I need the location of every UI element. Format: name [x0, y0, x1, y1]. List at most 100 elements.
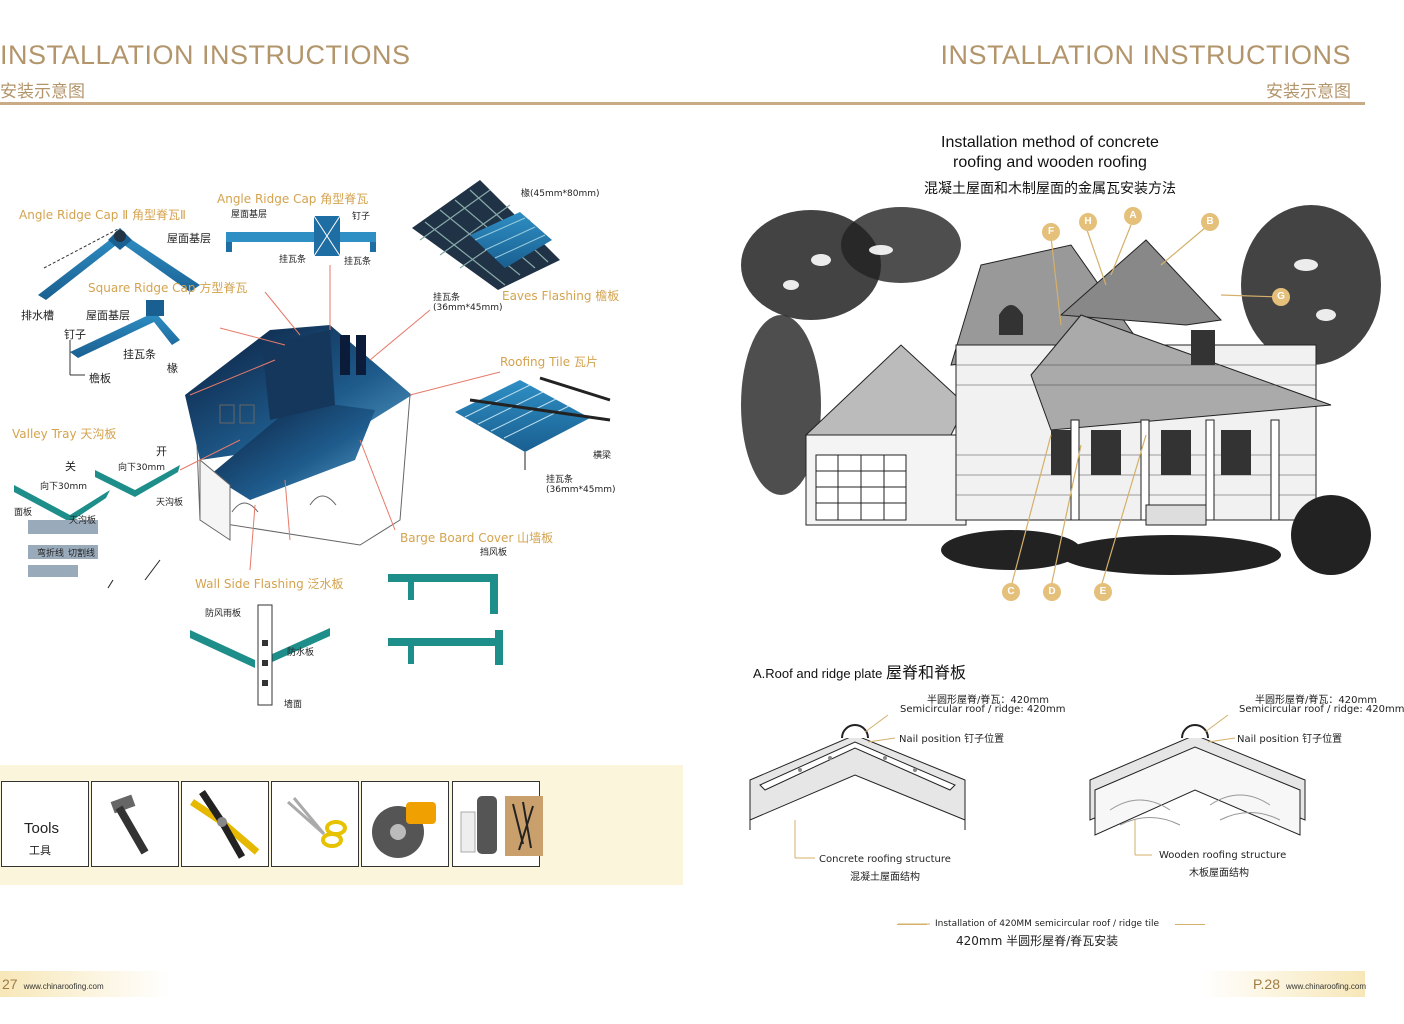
tools-label-box: Tools 工具 [1, 781, 89, 867]
left-footer-url: www.chinaroofing.com [23, 982, 104, 991]
left-footer: 27 www.chinaroofing.com [2, 976, 104, 992]
left-nail-position: Nail position 钉子位置 [899, 734, 1005, 745]
square-ridge-cap-diagram [69, 300, 180, 376]
right-ridge-cn: 半圆形屋脊/脊瓦：420mm [1255, 695, 1377, 706]
annotation-valley-2: 天沟板 [156, 498, 184, 508]
annotation-small-batten: 挂瓦条 [279, 255, 307, 265]
right-title-line1: Installation method of concrete [941, 134, 1159, 151]
badge-g: G [1272, 288, 1290, 306]
barge-board-cover-diagram [388, 574, 503, 665]
left-footer-bar [0, 971, 170, 997]
annotation-roof-base: 屋面基层 [167, 232, 211, 245]
caption-en: Installation of 420MM semicircular roof … [935, 919, 1160, 929]
annotation-batten-dims: 挂瓦条 (36mm*45mm) [433, 293, 503, 313]
valley-tray-diagram [14, 465, 180, 577]
left-diagram-artwork [14, 180, 611, 706]
badge-f: F [1042, 223, 1060, 241]
left-structure-cn: 混凝土屋面结构 [850, 872, 920, 883]
barge-board-cover-label: Barge Board Cover 山墙板 [400, 531, 554, 545]
section-title: A.Roof and ridge plate 屋脊和脊板 [753, 659, 966, 683]
right-header-subtitle: 安装示意图 [1266, 82, 1351, 102]
eaves-flashing-label: Eaves Flashing 檐板 [502, 289, 620, 303]
hammer-icon [110, 794, 149, 855]
annotation-wind-board: 挡风板 [480, 548, 508, 558]
badge-b: B [1201, 213, 1219, 231]
badge-e: E [1094, 583, 1112, 601]
annotation-drain: 排水槽 [21, 309, 54, 322]
left-header-subtitle: 安装示意图 [0, 82, 85, 102]
annotation-open: 开 [156, 445, 167, 458]
angle-ridge-cap-diagram [226, 215, 376, 257]
wall-side-flashing-label: Wall Side Flashing 泛水板 [195, 577, 344, 591]
annotation-nail: 钉子 [64, 328, 86, 341]
ridge-diagrams [749, 714, 1306, 925]
tool-sealant-and-nails [452, 781, 543, 867]
section-title-cn: 屋脊和脊板 [886, 665, 967, 682]
right-structure-en: Wooden roofing structure [1159, 850, 1287, 861]
left-page-number: 27 [2, 976, 18, 992]
square-ridge-cap-label: Square Ridge Cap 方型脊瓦 [88, 281, 248, 295]
annotation-batten-dims-2: 挂瓦条 (36mm*45mm) [546, 475, 616, 495]
left-ridge-en: Semicircular roof / ridge: 420mm [900, 704, 1066, 715]
caption-rule-left [897, 924, 927, 925]
wall-side-flashing-diagram [190, 604, 330, 706]
left-structure-en: Concrete roofing structure [819, 854, 951, 865]
badge-d: D [1043, 583, 1061, 601]
caption-rule-right [1175, 924, 1205, 925]
eaves-flashing-diagram [412, 180, 560, 290]
left-ridge-cn: 半圆形屋脊/脊瓦：420mm [927, 695, 1049, 706]
left-header-title: INSTALLATION INSTRUCTIONS [0, 40, 411, 70]
header-divider [0, 102, 1365, 105]
annotation-beam: 横梁 [593, 451, 612, 461]
tool-hammer [91, 781, 179, 867]
angle-ridge-cap-ii-label: Angle Ridge Cap Ⅱ 角型脊瓦Ⅱ [19, 208, 186, 222]
right-title-line2: roofing and wooden roofing [953, 154, 1147, 171]
annotation-small-batten-2: 挂瓦条 [344, 257, 372, 267]
tools-label-cn: 工具 [29, 845, 51, 857]
tool-saw [361, 781, 449, 867]
tools-label: Tools [24, 820, 60, 837]
sealant-nails-icon [460, 796, 543, 856]
house-sketch-illustration [741, 205, 1381, 615]
annotation-down-30-2: 向下30mm [40, 482, 87, 492]
tool-scissors [271, 781, 359, 867]
annotation-close: 关 [65, 460, 76, 473]
annotation-valley: 天沟板 [69, 516, 97, 526]
angle-ridge-cap-ii-diagram [38, 228, 200, 300]
badge-a: A [1124, 207, 1142, 225]
annotation-small-roof-base: 屋面基层 [231, 210, 268, 220]
right-footer-url: www.chinaroofing.com [1286, 982, 1367, 991]
roofing-tile-diagram [455, 376, 611, 470]
annotation-waterproof-board: 防水板 [287, 648, 315, 658]
annotation-rafter: 椽 [167, 362, 178, 375]
right-title-cn: 混凝土屋面和木制屋面的金属瓦安装方法 [924, 180, 1176, 196]
annotation-nail-2: 钉子 [352, 212, 371, 222]
valley-tray-label: Valley Tray 天沟板 [12, 427, 117, 441]
right-footer: P.28 www.chinaroofing.com [1253, 976, 1366, 992]
annotation-down-30: 向下30mm [118, 463, 165, 473]
tool-pliers [181, 781, 269, 867]
house-model-diagram [185, 325, 412, 546]
pliers-icon [190, 790, 260, 859]
badge-h: H [1079, 213, 1097, 231]
annotation-windproof-rain-board: 防风雨板 [205, 609, 242, 619]
right-footer-bar [1200, 971, 1365, 997]
saw-icon [372, 802, 436, 858]
scissors-icon [287, 797, 347, 848]
annotation-cut-line: 切割线 [68, 549, 96, 559]
annotation-rafter-dims: 椽(45mm*80mm) [521, 189, 600, 199]
annotation-fold-line: 弯折线 [37, 549, 65, 559]
right-page-number: P.28 [1253, 976, 1280, 992]
annotation-roof-base-2: 屋面基层 [86, 309, 130, 322]
annotation-panel: 面板 [14, 508, 33, 518]
right-ridge-en: Semicircular roof / ridge: 420mm [1239, 704, 1404, 715]
angle-ridge-cap-label: Angle Ridge Cap 角型脊瓦 [217, 192, 369, 206]
roofing-tile-label: Roofing Tile 瓦片 [500, 355, 598, 369]
caption-cn: 420mm 半圆形屋脊/脊瓦安装 [956, 934, 1119, 948]
section-title-en: A.Roof and ridge plate [753, 666, 883, 681]
right-structure-cn: 木板屋面结构 [1189, 868, 1249, 879]
annotation-wall-face: 墙面 [284, 700, 303, 710]
right-header-title: INSTALLATION INSTRUCTIONS [940, 40, 1351, 70]
annotation-batten: 挂瓦条 [123, 348, 156, 361]
annotation-eaves-board: 檐板 [89, 372, 111, 385]
